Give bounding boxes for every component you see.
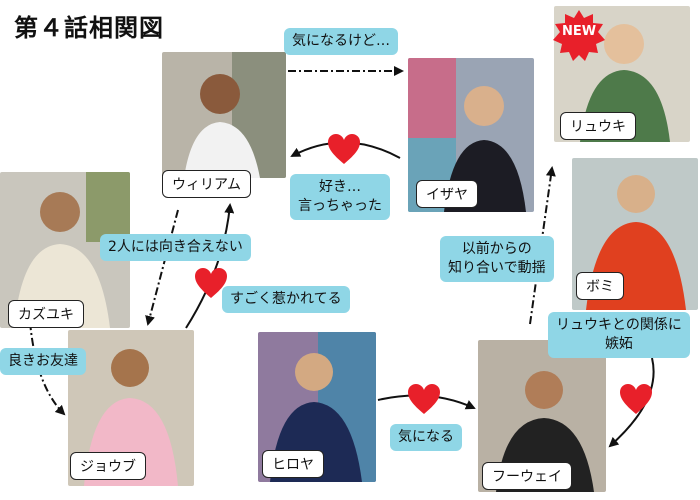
name-bomi: ボミ <box>576 272 624 300</box>
name-kazuyuki: カズユキ <box>8 300 84 328</box>
name-ryuki: リュウキ <box>560 112 636 140</box>
heart-icon <box>408 384 440 414</box>
label-izaya-to-william: 好き… 言っちゃった <box>290 174 390 220</box>
new-badge-label: NEW <box>561 24 597 39</box>
label-william-jobu: 2人には向き合えない <box>100 234 251 261</box>
label-fuwei-jealous: リュウキとの関係に 嫉妬 <box>548 312 690 358</box>
label-line: 嫉妬 <box>604 335 633 352</box>
name-fuwei: フーウェイ <box>482 462 572 490</box>
label-line: 以前からの <box>461 241 532 257</box>
label-william-to-izaya: 気になるけど… <box>284 28 398 55</box>
label-line: 言っちゃった <box>298 197 382 214</box>
heart-icon <box>195 268 227 298</box>
name-hiroya: ヒロヤ <box>262 450 324 478</box>
label-line: 知り合いで動揺 <box>448 259 546 276</box>
label-fuwei-to-izaya: 以前からの 知り合いで動揺 <box>440 236 554 282</box>
label-hiroya-to-fuwei: 気になる <box>390 424 462 451</box>
name-izaya: イザヤ <box>416 180 478 208</box>
arrow-fuwei-to-izaya <box>529 166 556 325</box>
arrow-william-to-jobu <box>145 209 179 326</box>
name-jobu: ジョウブ <box>70 452 146 480</box>
heart-icon <box>328 134 360 164</box>
heart-icon <box>620 384 652 414</box>
diagram-title: 第４話相関図 <box>14 14 164 42</box>
label-kazuyuki-to-jobu: 良きお友達 <box>0 348 86 375</box>
photo-william <box>162 52 286 178</box>
label-jobu-to-william: すごく惹かれてる <box>222 286 350 313</box>
label-line: リュウキとの関係に <box>556 317 682 333</box>
new-badge-icon <box>553 10 605 61</box>
label-line: 好き… <box>319 179 361 195</box>
arrow-kazuyuki-to-jobu <box>29 321 66 416</box>
name-william: ウィリアム <box>162 170 252 198</box>
arrow-jobu-to-william <box>185 203 235 329</box>
